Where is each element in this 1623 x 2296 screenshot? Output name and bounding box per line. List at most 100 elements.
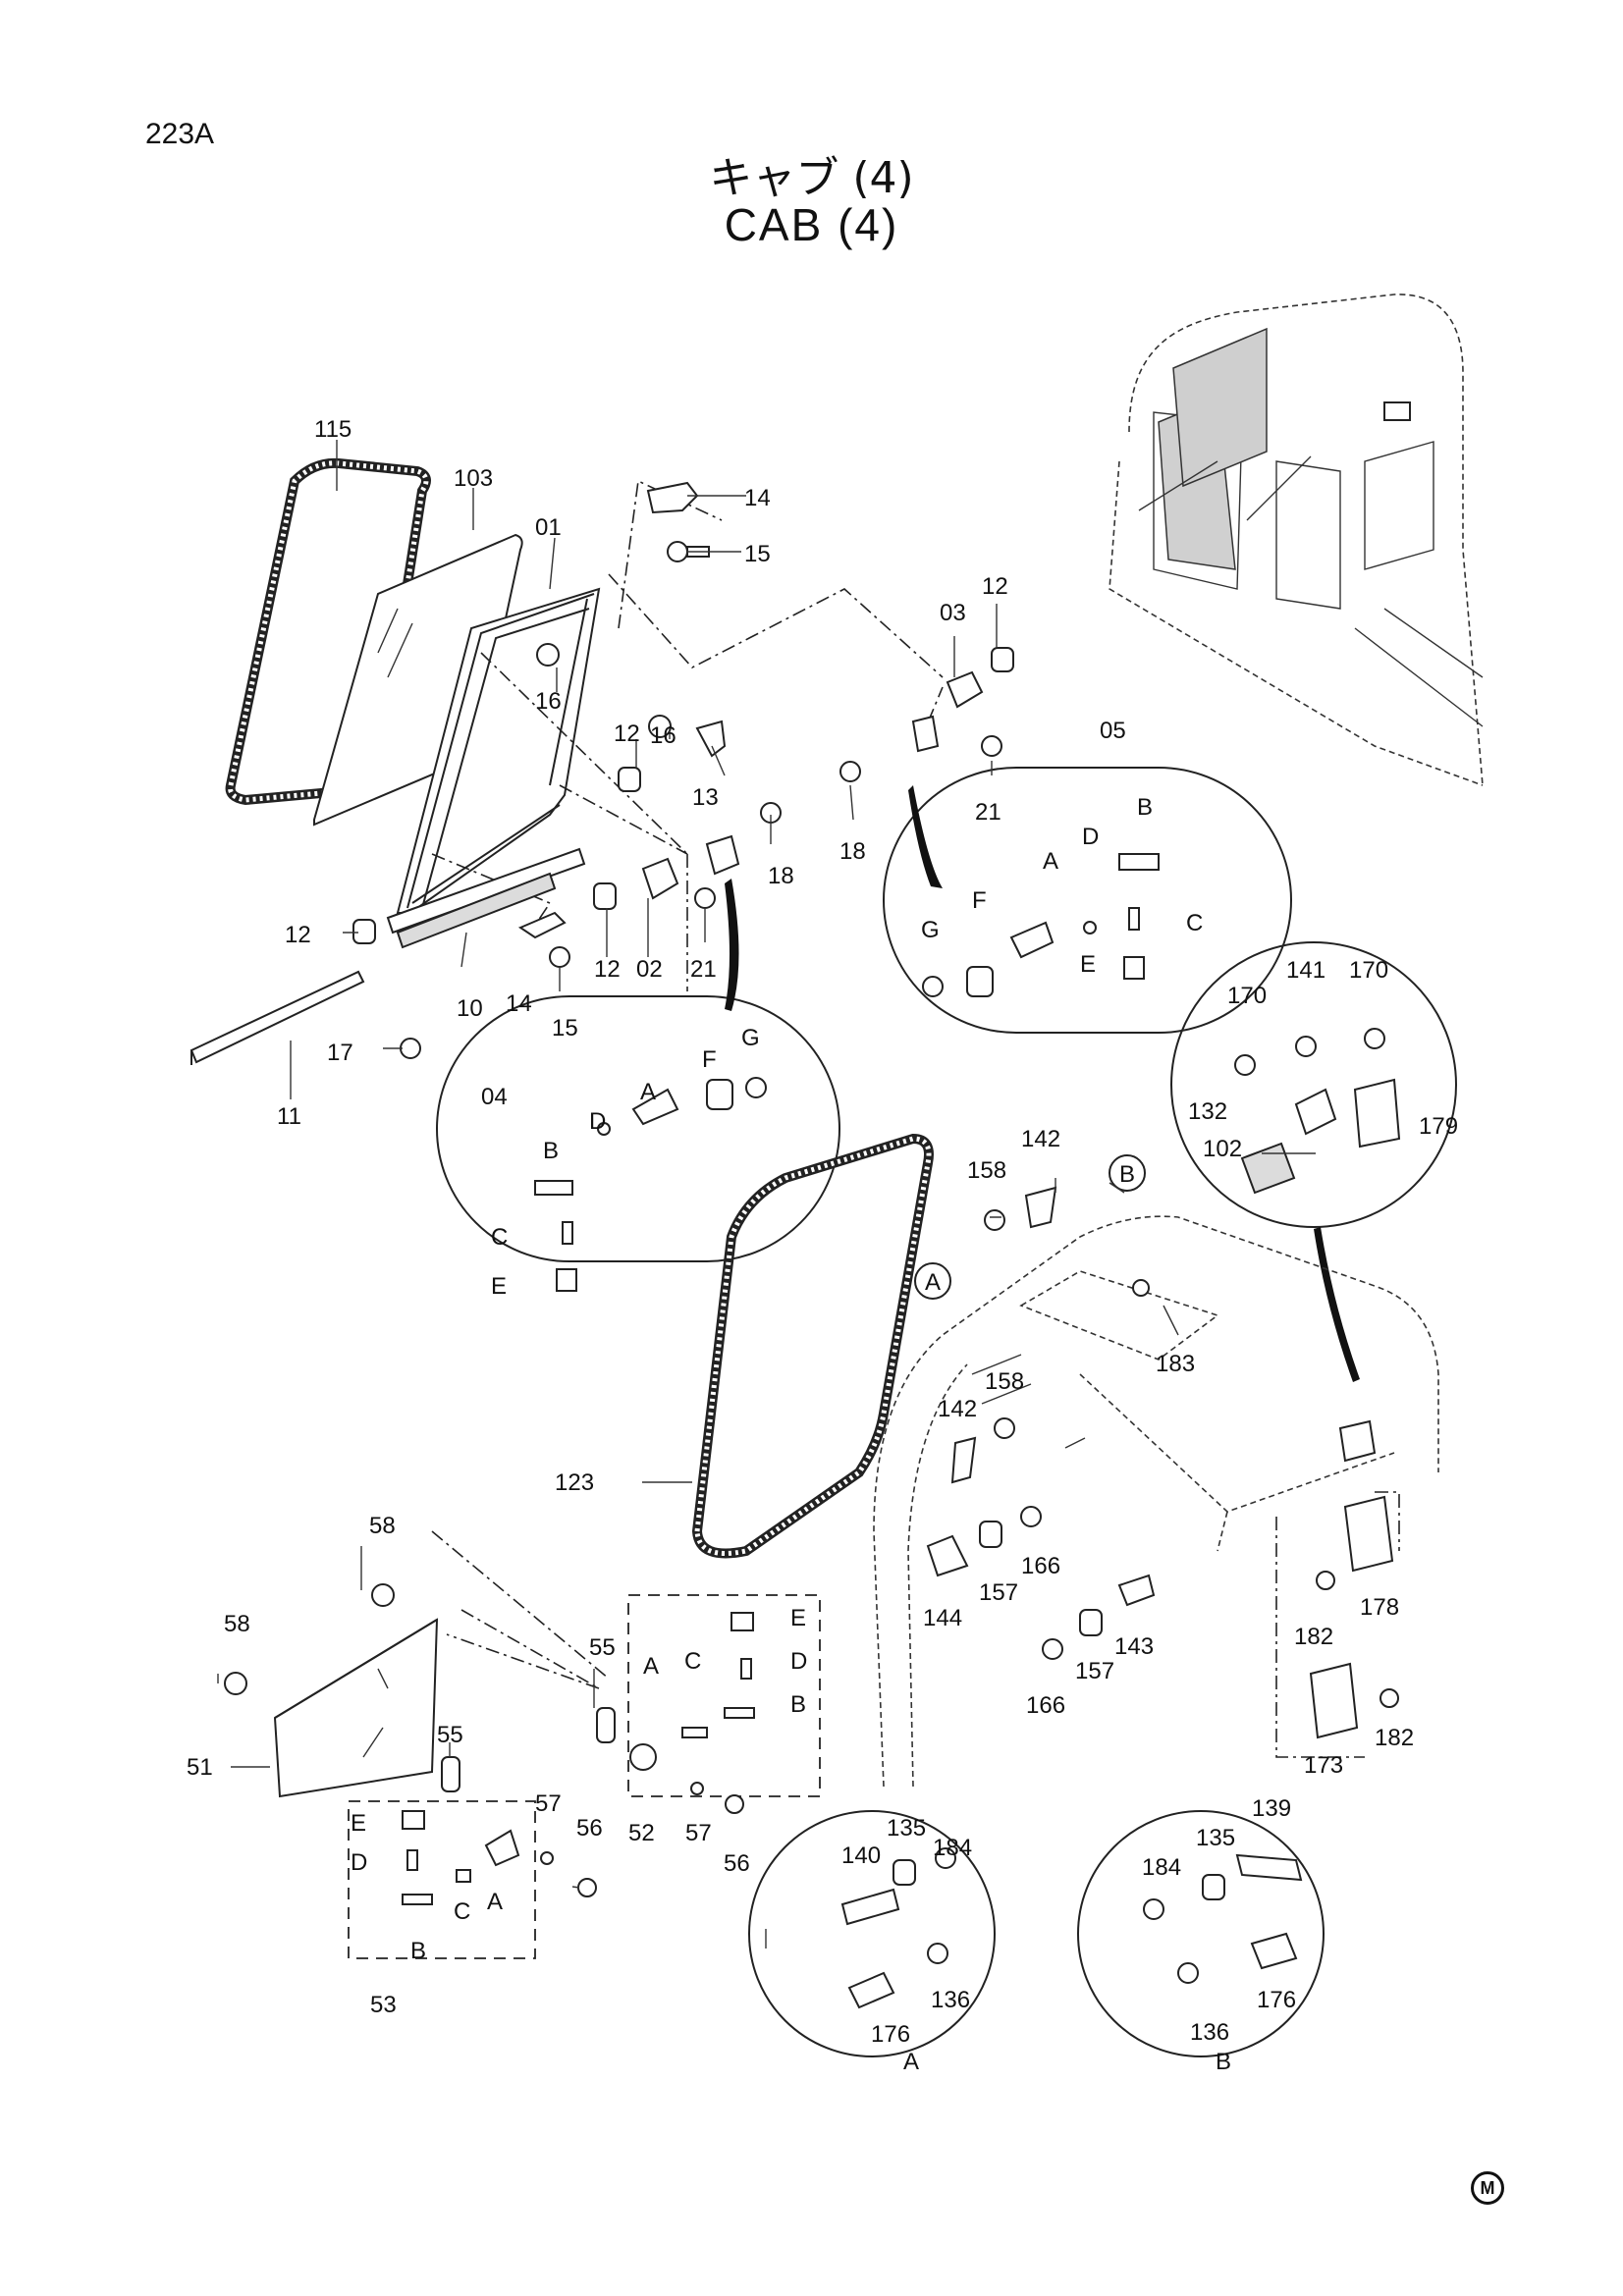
callout-142-mid: 142: [938, 1396, 977, 1422]
callout-132: 132: [1188, 1098, 1227, 1125]
callout-170-left: 170: [1227, 983, 1267, 1009]
callout-157-bottom: 157: [1075, 1658, 1114, 1684]
door-frame-01: [396, 587, 601, 914]
kit53-label-c: C: [454, 1898, 470, 1925]
detailB-callout-184: 184: [1142, 1854, 1181, 1881]
detail04-label-a: A: [640, 1079, 656, 1105]
detailB-callout-135: 135: [1196, 1825, 1235, 1851]
cab-body-illustration: [873, 1215, 1439, 1788]
callout-58-top: 58: [369, 1513, 396, 1539]
detail04-label-c: C: [491, 1224, 508, 1251]
kit52-label-b: B: [790, 1691, 806, 1718]
kit53-label-b: B: [410, 1938, 426, 1964]
callout-15-upper: 15: [744, 541, 771, 567]
door-seal-115: [225, 457, 431, 806]
callout-51: 51: [187, 1754, 213, 1781]
kit53-label-e: E: [351, 1810, 366, 1837]
callout-15-lower: 15: [552, 1015, 578, 1041]
detail-view-a-label: A: [903, 2049, 919, 2075]
callout-157-top: 157: [979, 1579, 1018, 1606]
latch-kit-53-box: [348, 1800, 536, 1959]
detail-05-hinge-pin: [883, 767, 1292, 1034]
detailA-callout-140: 140: [841, 1842, 881, 1869]
detail05-label-d: D: [1082, 824, 1099, 850]
callout-170-right: 170: [1349, 957, 1388, 984]
callout-143: 143: [1114, 1633, 1154, 1660]
kit53-label-d: D: [351, 1849, 367, 1876]
detail04-label-d: D: [589, 1108, 606, 1135]
callout-16-left: 16: [535, 688, 562, 715]
title-english: CAB (4): [724, 199, 899, 250]
callout-166-bottom: 166: [1026, 1692, 1065, 1719]
detailA-callout-136: 136: [931, 1987, 970, 2013]
callout-103: 103: [454, 465, 493, 492]
callout-16-mid: 16: [650, 722, 676, 749]
callout-178: 178: [1360, 1594, 1399, 1621]
cab-mount-parts: [926, 1186, 1400, 1758]
publisher-mark: M: [1471, 2171, 1504, 2205]
view-a-bubble: [914, 1262, 951, 1300]
callout-leaders: [217, 440, 1316, 1949]
detail04-label-b: B: [543, 1138, 559, 1164]
detail-04-hinge-pin: [436, 879, 840, 1292]
detail04-label-g: G: [741, 1025, 760, 1051]
callout-13: 13: [692, 784, 719, 811]
detail05-label-a: A: [1043, 848, 1058, 875]
callout-57-right: 57: [685, 1820, 712, 1846]
callout-21-right: 21: [975, 799, 1001, 826]
latch-kit-parts: [402, 1612, 755, 1905]
detailA-callout-184: 184: [933, 1835, 972, 1861]
detail-view-b: [1077, 1810, 1325, 2057]
callout-52: 52: [628, 1820, 655, 1846]
title-japanese: キャブ (4): [709, 153, 914, 203]
detail05-label-b: B: [1137, 794, 1153, 821]
callout-142-top: 142: [1021, 1126, 1060, 1152]
callout-14-lower: 14: [506, 990, 532, 1017]
callout-14-upper: 14: [744, 485, 771, 511]
callout-view-a: A: [925, 1269, 941, 1296]
callout-56-right: 56: [724, 1850, 750, 1877]
callout-11: 11: [277, 1103, 301, 1130]
callout-view-b: B: [1119, 1161, 1135, 1188]
callout-12-lower: 12: [594, 956, 621, 983]
page-code: 223A: [145, 118, 215, 150]
kit53-label-a: A: [487, 1889, 503, 1915]
callout-12-left: 12: [285, 922, 311, 948]
detail05-label-e: E: [1080, 951, 1096, 978]
callout-182-top: 182: [1294, 1624, 1333, 1650]
callout-03: 03: [940, 600, 966, 626]
detail-lock-assembly: [1170, 941, 1457, 1382]
detail05-label-c: C: [1186, 910, 1203, 936]
kit52-label-c: C: [684, 1648, 701, 1675]
callout-56-left: 56: [576, 1815, 603, 1842]
detailB-callout-136: 136: [1190, 2019, 1229, 2046]
detail04-label-e: E: [491, 1273, 507, 1300]
small-components: [352, 481, 1014, 1059]
callout-17: 17: [327, 1040, 353, 1066]
callout-144: 144: [923, 1605, 962, 1631]
callout-10: 10: [457, 995, 483, 1022]
callout-183: 183: [1156, 1351, 1195, 1377]
callout-12-mid: 12: [614, 721, 640, 747]
callout-166-top: 166: [1021, 1553, 1060, 1579]
callout-04: 04: [481, 1084, 508, 1110]
callout-58-left: 58: [224, 1611, 250, 1637]
view-b-bubble: [1109, 1154, 1146, 1192]
detail05-label-g: G: [921, 917, 940, 943]
side-window-51: [224, 1583, 439, 1798]
detail-view-b-label: B: [1216, 2049, 1231, 2075]
kit52-label-d: D: [790, 1648, 807, 1675]
callout-21-lower: 21: [690, 956, 717, 983]
callout-179: 179: [1419, 1113, 1458, 1140]
callout-02: 02: [636, 956, 663, 983]
callout-158-mid: 158: [985, 1368, 1024, 1395]
detail-view-a: [748, 1810, 996, 2057]
detailB-callout-139: 139: [1252, 1795, 1291, 1822]
kit52-label-e: E: [790, 1605, 806, 1631]
callout-12-right: 12: [982, 573, 1008, 600]
kit52-label-a: A: [643, 1653, 659, 1680]
detail05-label-f: F: [972, 887, 987, 914]
detailA-callout-135: 135: [887, 1815, 926, 1842]
door-rail-10-11: [189, 847, 586, 1065]
